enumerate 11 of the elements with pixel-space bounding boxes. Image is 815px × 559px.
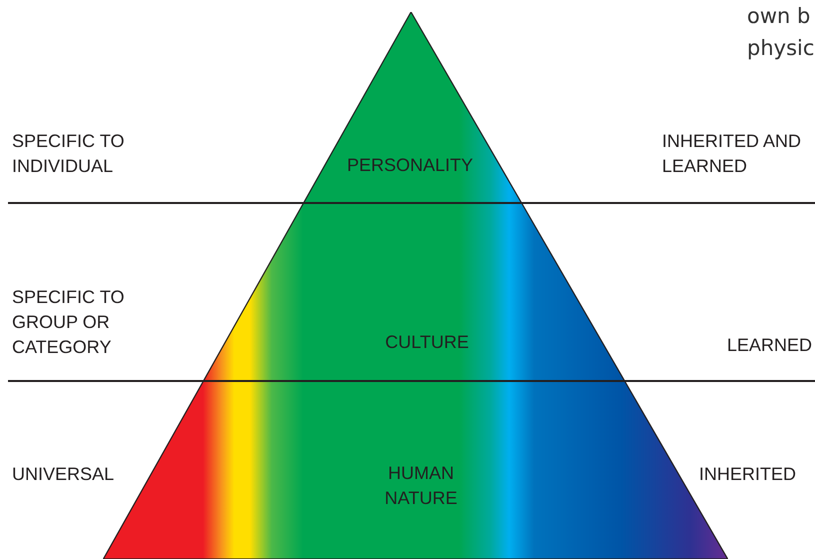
side-label: LEARNED	[726, 334, 812, 357]
side-label: SPECIFIC TO INDIVIDUAL	[12, 130, 126, 178]
side-label: SPECIFIC TO GROUP OR CATEGORY	[12, 286, 126, 359]
band-label: PERSONALITY	[346, 154, 474, 177]
band-label: HUMAN NATURE	[384, 462, 458, 510]
band-label: CULTURE	[384, 331, 470, 354]
side-label: INHERITED	[699, 463, 796, 486]
side-label: UNIVERSAL	[12, 463, 114, 486]
text-fragment: physic	[747, 36, 814, 61]
side-label: INHERITED AND LEARNED	[662, 130, 802, 178]
text-fragment: own b	[747, 4, 810, 29]
